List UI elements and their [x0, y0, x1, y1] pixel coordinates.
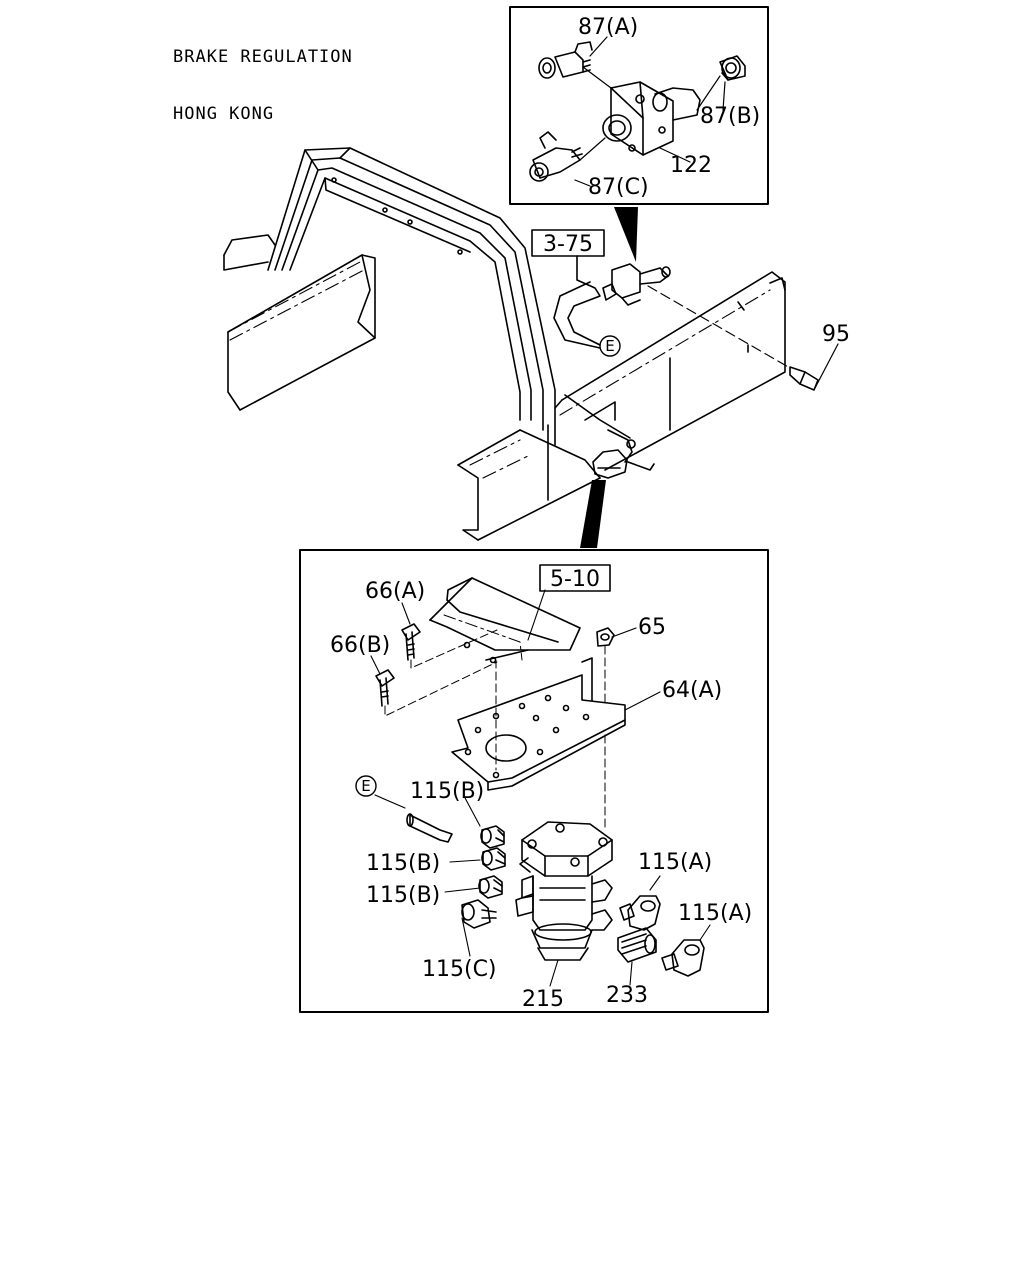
bolt-95 — [789, 343, 839, 391]
connector-e-circle-bottom — [355, 775, 377, 797]
connector-e-label-top: E — [605, 337, 614, 355]
bracket-plate-64a — [451, 657, 626, 831]
callout-87c: 87(C) — [588, 175, 649, 200]
chassis-frame — [223, 147, 786, 541]
callout-95: 95 — [822, 322, 850, 347]
callout-labels: 87(A) 87(B) 87(C) 122 95 66(A) 66(B) 65 … — [330, 15, 850, 1012]
ref-label-3-75: 3-75 — [543, 232, 593, 257]
connector-e-label-bottom: E — [361, 777, 370, 795]
callout-64a: 64(A) — [662, 678, 722, 703]
callout-66b: 66(B) — [330, 633, 390, 658]
ref-label-5-10: 5-10 — [550, 567, 600, 592]
callout-122: 122 — [670, 153, 712, 178]
bolt-66b — [375, 661, 498, 717]
fitting-87c — [529, 131, 583, 182]
detail-pointer-bottom — [580, 480, 606, 548]
nut-65 — [596, 627, 615, 706]
relay-valve-detail-inset — [299, 549, 769, 1013]
fitting-87a — [538, 41, 593, 79]
hose-connector-e — [374, 794, 453, 843]
fitting-115a-lower — [661, 939, 705, 977]
valve-122-installed — [602, 263, 791, 369]
detail-pointer-top — [614, 207, 638, 262]
header-title: BRAKE REGULATION — [173, 47, 353, 67]
header-region: HONG KONG — [173, 104, 275, 124]
callout-87b: 87(B) — [700, 104, 760, 129]
relay-valve-215 — [515, 821, 613, 961]
silencer-233 — [617, 927, 657, 963]
callout-115a-upper: 115(A) — [638, 850, 712, 875]
callout-115a-lower: 115(A) — [678, 901, 752, 926]
cross-member-channel — [429, 577, 581, 664]
callout-115b-upper: 115(B) — [410, 779, 484, 804]
connector-e-circle-top — [599, 335, 621, 357]
diagram-header: BRAKE REGULATION HONG KONG — [173, 10, 353, 162]
fitting-87b — [719, 55, 746, 81]
air-pipe — [567, 255, 601, 346]
fitting-115a-upper — [619, 895, 661, 931]
fitting-115b-middle — [481, 847, 506, 871]
ref-box-5-10 — [539, 564, 611, 592]
valve-detail-inset — [509, 6, 769, 205]
fitting-115c — [461, 899, 497, 929]
callout-65: 65 — [638, 615, 666, 640]
valve-122 — [602, 81, 701, 156]
callout-215: 215 — [522, 987, 564, 1012]
fitting-115b-upper — [480, 825, 505, 849]
callout-66a: 66(A) — [365, 579, 425, 604]
fitting-115b-lower — [478, 875, 503, 899]
ref-box-3-75 — [531, 229, 605, 257]
callout-115c: 115(C) — [422, 957, 497, 982]
relay-valve-installed — [592, 429, 655, 479]
callout-87a: 87(A) — [578, 15, 638, 40]
callout-115b-middle: 115(B) — [366, 851, 440, 876]
callout-233: 233 — [606, 983, 648, 1008]
bolt-66a — [401, 623, 498, 669]
callout-115b-lower: 115(B) — [366, 883, 440, 908]
